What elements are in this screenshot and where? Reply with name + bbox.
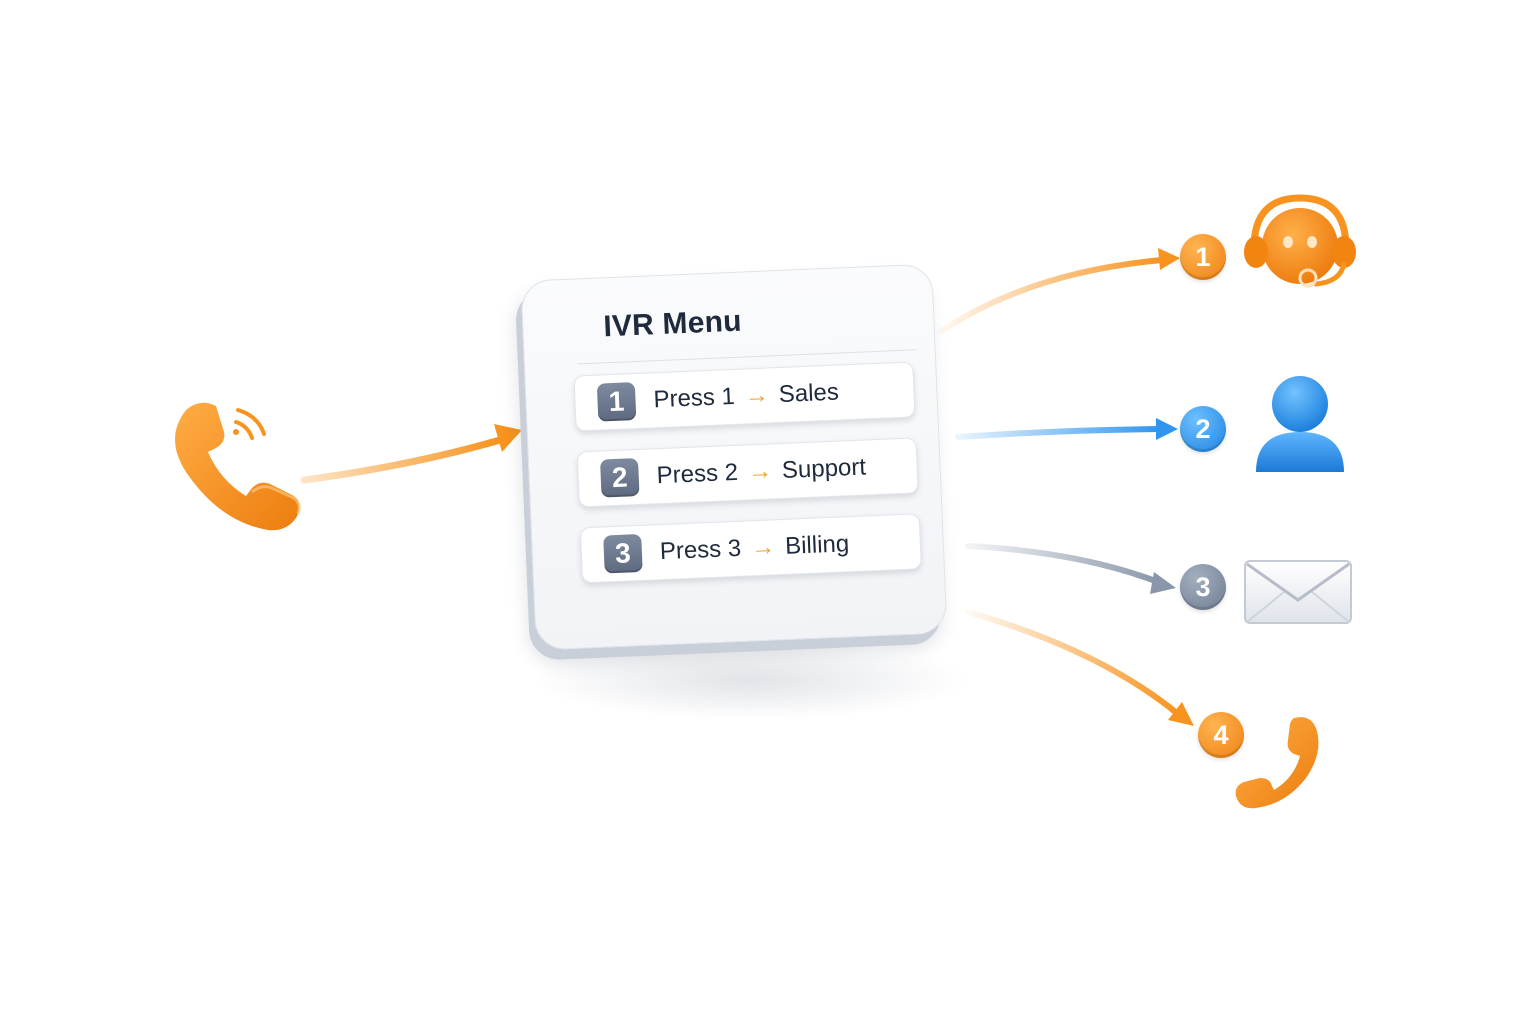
headset-agent-icon [1240, 192, 1360, 296]
route-3-number: 3 [1180, 564, 1226, 610]
route-1-arrowhead [1158, 248, 1180, 270]
option-number-badge: 3 [603, 534, 643, 574]
user-icon [1252, 374, 1348, 478]
option-press-label: Press 1 [653, 383, 735, 414]
option-press-label: Press 3 [659, 535, 741, 566]
route-2-arrowhead [1156, 418, 1178, 440]
arrow-right-icon: → [751, 533, 776, 562]
option-destination: Billing [785, 530, 850, 561]
option-destination: Sales [778, 379, 839, 409]
menu-title: IVR Menu [603, 305, 743, 345]
option-number-badge: 1 [597, 382, 637, 422]
incoming-call-arrowhead [494, 424, 522, 452]
menu-card-shadow [530, 640, 970, 720]
envelope-icon [1242, 558, 1354, 628]
option-number-badge: 2 [600, 458, 640, 498]
arrow-right-icon: → [744, 381, 769, 410]
route-3-arrowhead [1150, 572, 1176, 594]
incoming-call-line [304, 440, 500, 480]
route-1-line [940, 260, 1162, 332]
option-press-label: Press 2 [656, 459, 738, 490]
route-3-line [968, 546, 1158, 582]
route-1-number: 1 [1180, 234, 1226, 280]
ringing-phone-icon [160, 392, 310, 538]
option-destination: Support [781, 453, 866, 484]
route-2-line [958, 429, 1160, 437]
menu-divider [577, 349, 917, 364]
arrow-right-icon: → [747, 457, 772, 486]
phone-icon [1232, 712, 1324, 812]
menu-option-3[interactable]: 3 Press 3 → Billing [580, 513, 922, 583]
route-2-number: 2 [1180, 406, 1226, 452]
menu-option-2[interactable]: 2 Press 2 → Support [577, 437, 919, 507]
menu-option-1[interactable]: 1 Press 1 → Sales [573, 361, 915, 431]
route-4-line [968, 612, 1178, 714]
ivr-menu-card: IVR Menu 1 Press 1 → Sales 2 Press 2 → S… [520, 264, 947, 651]
